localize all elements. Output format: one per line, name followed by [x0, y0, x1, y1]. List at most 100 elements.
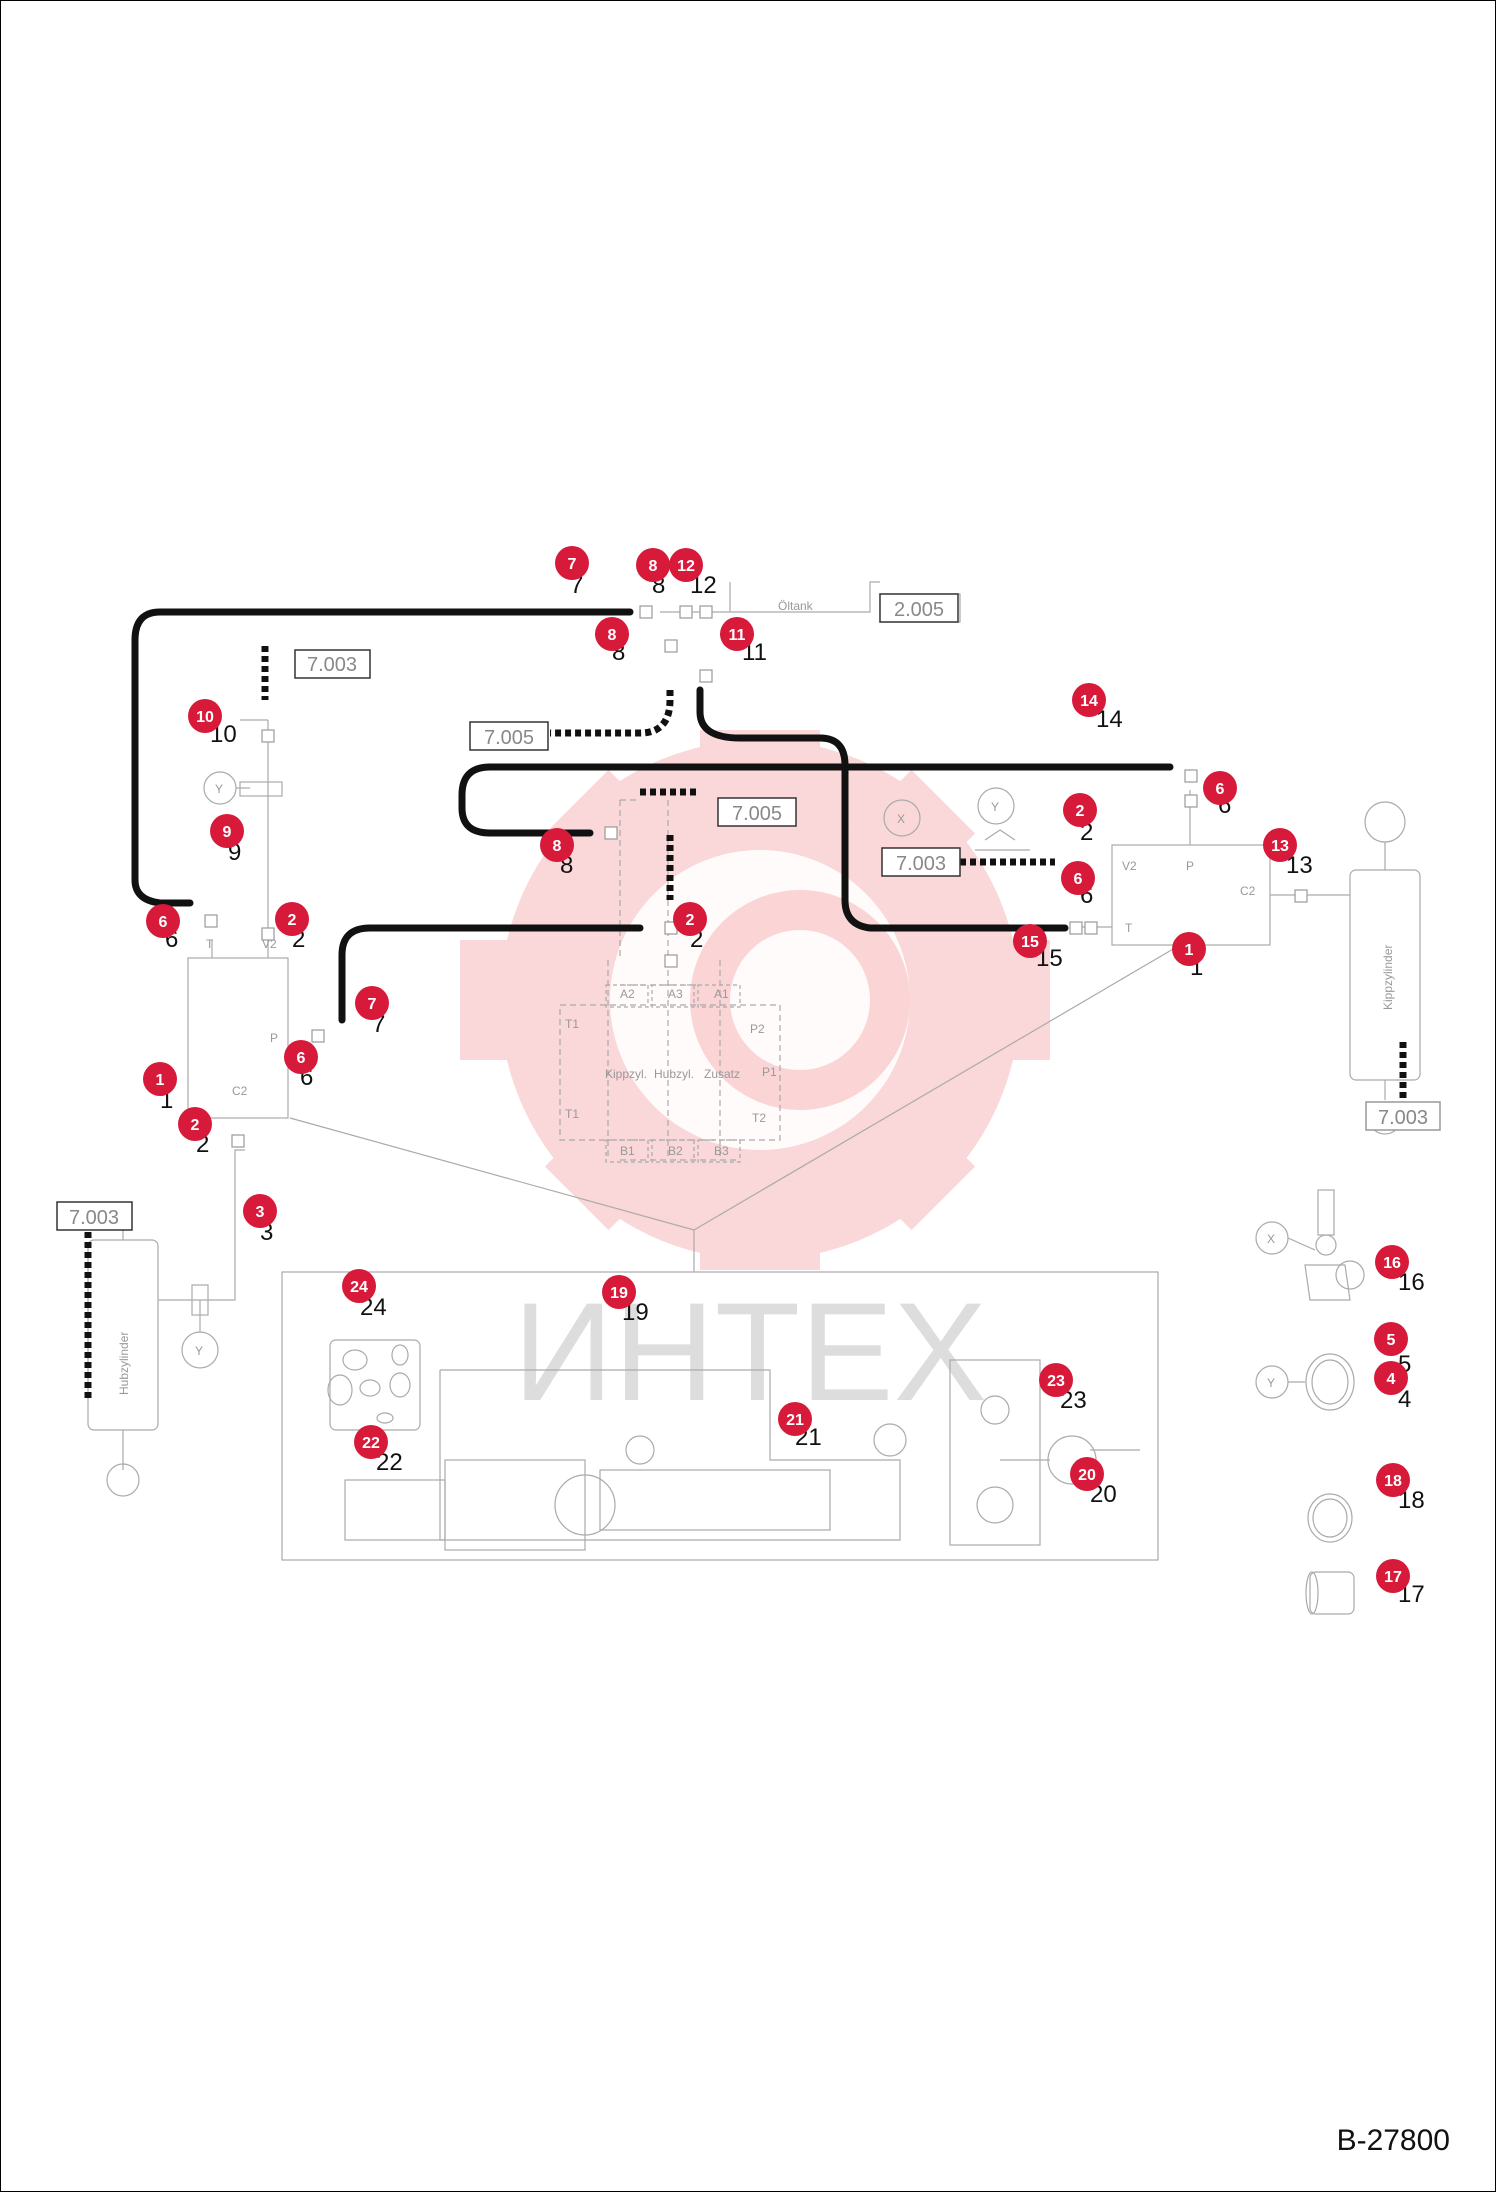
- svg-text:19: 19: [610, 1285, 628, 1302]
- callout-badge[interactable]: 8: [636, 548, 670, 582]
- svg-text:10: 10: [196, 709, 214, 726]
- callout-badge[interactable]: 22: [354, 1425, 388, 1459]
- svg-text:7: 7: [368, 996, 377, 1013]
- callout-badge[interactable]: 1: [143, 1062, 177, 1096]
- ref-7005-center: 7.005: [732, 803, 782, 825]
- port-labels: Öltank Hubzylinder Kippzylinder Kippzyl.…: [117, 599, 1395, 1395]
- label-v2-left: V2: [262, 937, 277, 951]
- svg-text:20: 20: [1078, 1467, 1096, 1484]
- label-c2-right: C2: [1240, 884, 1256, 898]
- svg-text:1: 1: [1185, 942, 1194, 959]
- label-p-left: P: [270, 1031, 278, 1045]
- svg-text:2: 2: [288, 912, 297, 929]
- callout-badge[interactable]: 6: [146, 904, 180, 938]
- callout-badge[interactable]: 2: [1063, 793, 1097, 827]
- callout-badge[interactable]: 24: [342, 1269, 376, 1303]
- label-t2: T2: [752, 1111, 766, 1125]
- callout-badge[interactable]: 5: [1374, 1322, 1408, 1356]
- svg-text:2: 2: [191, 1117, 200, 1134]
- callout-badge[interactable]: 13: [1263, 828, 1297, 862]
- schematic-thin-lines: [87, 581, 1421, 1615]
- dashed-hoses: [84, 646, 1407, 1400]
- callout-badge[interactable]: 17: [1376, 1559, 1410, 1593]
- svg-text:4: 4: [1387, 1371, 1396, 1388]
- callout-badge[interactable]: 21: [778, 1402, 812, 1436]
- svg-text:13: 13: [1271, 838, 1289, 855]
- callout-badge[interactable]: 6: [1061, 861, 1095, 895]
- callout-badge[interactable]: 4: [1374, 1361, 1408, 1395]
- label-b2: B2: [668, 1144, 683, 1158]
- part-number: 4: [1398, 1386, 1411, 1413]
- callout-badge[interactable]: 8: [540, 828, 574, 862]
- callout-badge[interactable]: 23: [1039, 1363, 1073, 1397]
- label-v2-right: V2: [1122, 859, 1137, 873]
- callout-badge[interactable]: 3: [243, 1194, 277, 1228]
- callout-badge[interactable]: 7: [355, 986, 389, 1020]
- callout-badge[interactable]: 15: [1013, 924, 1047, 958]
- svg-text:8: 8: [649, 558, 658, 575]
- label-y-bottom: Y: [195, 1344, 203, 1358]
- callout-badge[interactable]: 6: [284, 1040, 318, 1074]
- ref-7003-left: 7.003: [69, 1207, 119, 1229]
- svg-text:6: 6: [159, 914, 168, 931]
- label-a1: A1: [714, 987, 729, 1001]
- svg-text:1: 1: [156, 1072, 165, 1089]
- callout-badge[interactable]: 1: [1172, 932, 1206, 966]
- svg-text:2: 2: [1076, 803, 1085, 820]
- callout-badge[interactable]: 16: [1375, 1245, 1409, 1279]
- svg-text:8: 8: [608, 627, 617, 644]
- callout-badge[interactable]: 18: [1376, 1463, 1410, 1497]
- callout-badge[interactable]: 6: [1203, 771, 1237, 805]
- svg-text:5: 5: [1387, 1332, 1396, 1349]
- label-p-right: P: [1186, 859, 1194, 873]
- label-a3: A3: [668, 987, 683, 1001]
- ref-7003-right: 7.003: [1378, 1107, 1428, 1129]
- label-t-right: T: [1125, 921, 1133, 935]
- ref-7003-top: 7.003: [307, 654, 357, 676]
- hose-7-right: [338, 924, 644, 1024]
- callout-badge[interactable]: 12: [669, 548, 703, 582]
- label-c2-left: C2: [232, 1084, 248, 1098]
- svg-text:15: 15: [1021, 934, 1039, 951]
- hose-14: [458, 763, 1174, 837]
- callout-badge[interactable]: 7: [555, 546, 589, 580]
- label-kippzyl: Kippzyl.: [605, 1067, 647, 1081]
- svg-text:11: 11: [729, 627, 746, 644]
- label-y-hw: Y: [1267, 1376, 1275, 1390]
- callout-badge[interactable]: 10: [188, 699, 222, 733]
- svg-text:23: 23: [1047, 1373, 1065, 1390]
- ref-7005-left: 7.005: [484, 727, 534, 749]
- label-b1: B1: [620, 1144, 635, 1158]
- label-a2: A2: [620, 987, 635, 1001]
- label-hubzylinder: Hubzylinder: [117, 1332, 131, 1395]
- sheet-id: B-27800: [1336, 2124, 1450, 2157]
- hoses: [131, 608, 1174, 1024]
- svg-text:16: 16: [1383, 1255, 1401, 1272]
- label-t1-top: T1: [565, 1017, 579, 1031]
- ref-7003-mid: 7.003: [896, 853, 946, 875]
- callout-badge[interactable]: 11: [720, 617, 754, 651]
- label-t1-bottom: T1: [565, 1107, 579, 1121]
- svg-text:24: 24: [350, 1279, 368, 1296]
- callout-badge[interactable]: 2: [275, 902, 309, 936]
- svg-text:6: 6: [297, 1050, 306, 1067]
- svg-text:9: 9: [223, 824, 232, 841]
- label-y-left: Y: [215, 782, 223, 796]
- callout-badge[interactable]: 19: [602, 1275, 636, 1309]
- callout-badge[interactable]: 14: [1072, 683, 1106, 717]
- svg-text:3: 3: [256, 1204, 265, 1221]
- callout-badge[interactable]: 8: [595, 617, 629, 651]
- callout-badge[interactable]: 2: [178, 1107, 212, 1141]
- callout-badge[interactable]: 9: [210, 814, 244, 848]
- label-p2: P2: [750, 1022, 765, 1036]
- svg-text:6: 6: [1216, 781, 1225, 798]
- label-p1: P1: [762, 1065, 777, 1079]
- svg-text:2: 2: [686, 912, 695, 929]
- callout-badge[interactable]: 20: [1070, 1457, 1104, 1491]
- reference-boxes: 7.003 2.005 7.005 7.005 7.003 7.003 7.00…: [56, 593, 1441, 1231]
- callout-badge[interactable]: 2: [673, 902, 707, 936]
- label-x-center: X: [897, 812, 905, 826]
- hose-15: [696, 686, 1069, 932]
- label-zusatz: Zusatz: [704, 1067, 740, 1081]
